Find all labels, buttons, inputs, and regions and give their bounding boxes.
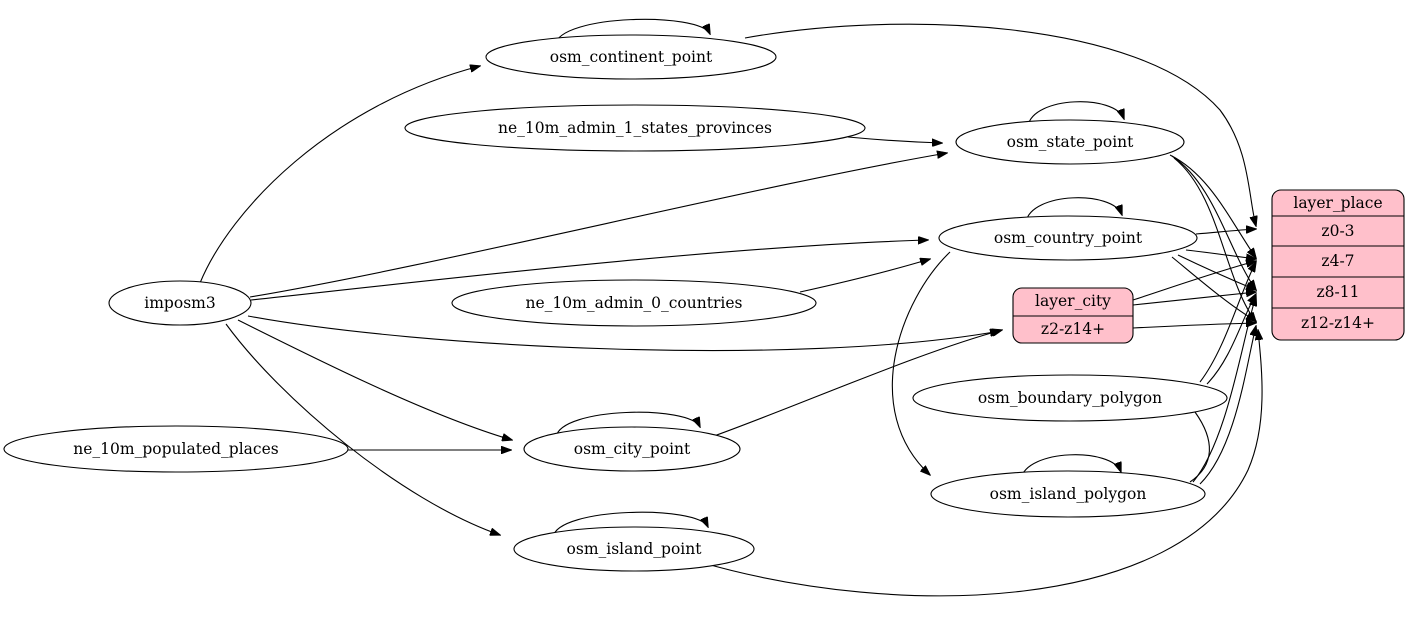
node-osm_country_point[interactable]: osm_country_point [938, 215, 1198, 261]
node-osm_boundary_polygon[interactable]: osm_boundary_polygon [912, 374, 1228, 422]
node-ne_10m_populated_places[interactable]: ne_10m_populated_places [3, 425, 349, 473]
edge-imposm3-osm_island_point [225, 323, 500, 535]
edge-imposm3-layer_city [247, 315, 1000, 352]
edge-osm_state_point-layer_place-z8-11 [1171, 155, 1256, 290]
edge-osm_continent_point-layer_place-z0-3 [744, 23, 1256, 226]
edge-layer [199, 18, 1262, 597]
node-label-ne_10m_populated_places: ne_10m_populated_places [73, 440, 278, 458]
edge-osm_country_point-layer_place-z4-7 [1185, 249, 1256, 259]
edge-ne_admin0-osm_country_point [799, 259, 930, 293]
node-label-osm_city_point: osm_city_point [574, 440, 691, 458]
selfloop-osm_state_point [1027, 101, 1124, 127]
node-layer_place[interactable]: layer_place z0-3 z4-7 z8-11 z12-z14+ [1271, 189, 1405, 341]
edge-imposm3-osm_country_point [250, 240, 928, 301]
node-label-ne_10m_admin_0_countries: ne_10m_admin_0_countries [526, 294, 743, 312]
selfloop-osm_island_point [552, 511, 708, 538]
layer_city-row-z2-z14[interactable]: z2-z14+ [1041, 320, 1105, 338]
layer_place-row-z8-11[interactable]: z8-11 [1317, 283, 1360, 301]
edge-osm_boundary_polygon-osm_island_polygon [1189, 411, 1210, 483]
edge-osm_state_point-layer_place-z4-7 [1169, 154, 1256, 258]
selfloop-osm_city_point [555, 411, 700, 438]
edge-osm_city_point-layer_city [713, 330, 1002, 437]
node-ne_10m_admin_0_countries[interactable]: ne_10m_admin_0_countries [451, 279, 817, 327]
node-label-osm_state_point: osm_state_point [1007, 133, 1135, 151]
layer_place-row-z4-7[interactable]: z4-7 [1321, 252, 1354, 270]
edge-imposm3-osm_continent_point [199, 66, 480, 284]
node-osm_continent_point[interactable]: osm_continent_point [485, 34, 777, 80]
selfloop-osm_country_point [1025, 197, 1122, 223]
edge-osm_boundary_polygon-layer_place-z8-11 [1206, 294, 1256, 385]
node-osm_city_point[interactable]: osm_city_point [523, 426, 741, 472]
edge-osm_boundary_polygon-layer_place-z4-7 [1199, 262, 1256, 383]
node-label-ne_10m_admin_1_states_provinces: ne_10m_admin_1_states_provinces [498, 119, 772, 137]
edge-osm_island_polygon-layer_place-z12-z14 [1199, 326, 1256, 485]
node-osm_island_polygon[interactable]: osm_island_polygon [930, 470, 1206, 518]
edge-imposm3-osm_city_point [237, 319, 512, 440]
node-label-osm_island_polygon: osm_island_polygon [990, 485, 1147, 503]
edge-osm_island_polygon-layer_place-z8-11 [1192, 296, 1256, 483]
node-osm_state_point[interactable]: osm_state_point [955, 119, 1185, 165]
node-osm_island_point[interactable]: osm_island_point [513, 526, 755, 572]
layer_place-row-z12-z14[interactable]: z12-z14+ [1301, 314, 1375, 332]
selfloop-osm_continent_point [554, 18, 710, 46]
node-label-osm_country_point: osm_country_point [994, 229, 1143, 247]
node-imposm3[interactable]: imposm3 [108, 280, 252, 326]
selfloop-osm_island_polygon [1020, 454, 1121, 480]
node-label-osm_boundary_polygon: osm_boundary_polygon [978, 389, 1162, 407]
edge-imposm3-osm_state_point [249, 153, 947, 298]
edge-osm_country_point-osm_island_polygon [891, 251, 951, 475]
edge-osm_country_point-layer_place-z12-z14 [1171, 256, 1256, 321]
edge-osm_island_point-layer_place-z12-z14 [699, 330, 1262, 597]
layer_city-title: layer_city [1035, 292, 1111, 310]
node-layer: imposm3 osm_continent_point ne_10m_admin… [3, 34, 1405, 572]
node-label-osm_island_point: osm_island_point [567, 540, 703, 558]
edge-osm_state_point-layer_place-z12-z14 [1173, 157, 1256, 322]
edge-osm_country_point-layer_place-z0-3 [1195, 229, 1256, 235]
node-ne_10m_admin_1_states_provinces[interactable]: ne_10m_admin_1_states_provinces [404, 104, 866, 152]
edge-ne_admin1-osm_state_point [847, 136, 942, 143]
layer_place-row-z0-3[interactable]: z0-3 [1321, 222, 1354, 240]
edge-layer_city-layer_place-z12-z14 [1132, 323, 1256, 329]
edge-osm_country_point-layer_place-z8-11 [1177, 254, 1256, 290]
node-label-imposm3: imposm3 [144, 294, 215, 312]
node-layer_city[interactable]: layer_city z2-z14+ [1012, 287, 1134, 344]
node-label-osm_continent_point: osm_continent_point [550, 48, 713, 66]
edge-layer_city-layer_place-z4-7 [1132, 261, 1256, 301]
layer_place-title: layer_place [1293, 194, 1382, 212]
